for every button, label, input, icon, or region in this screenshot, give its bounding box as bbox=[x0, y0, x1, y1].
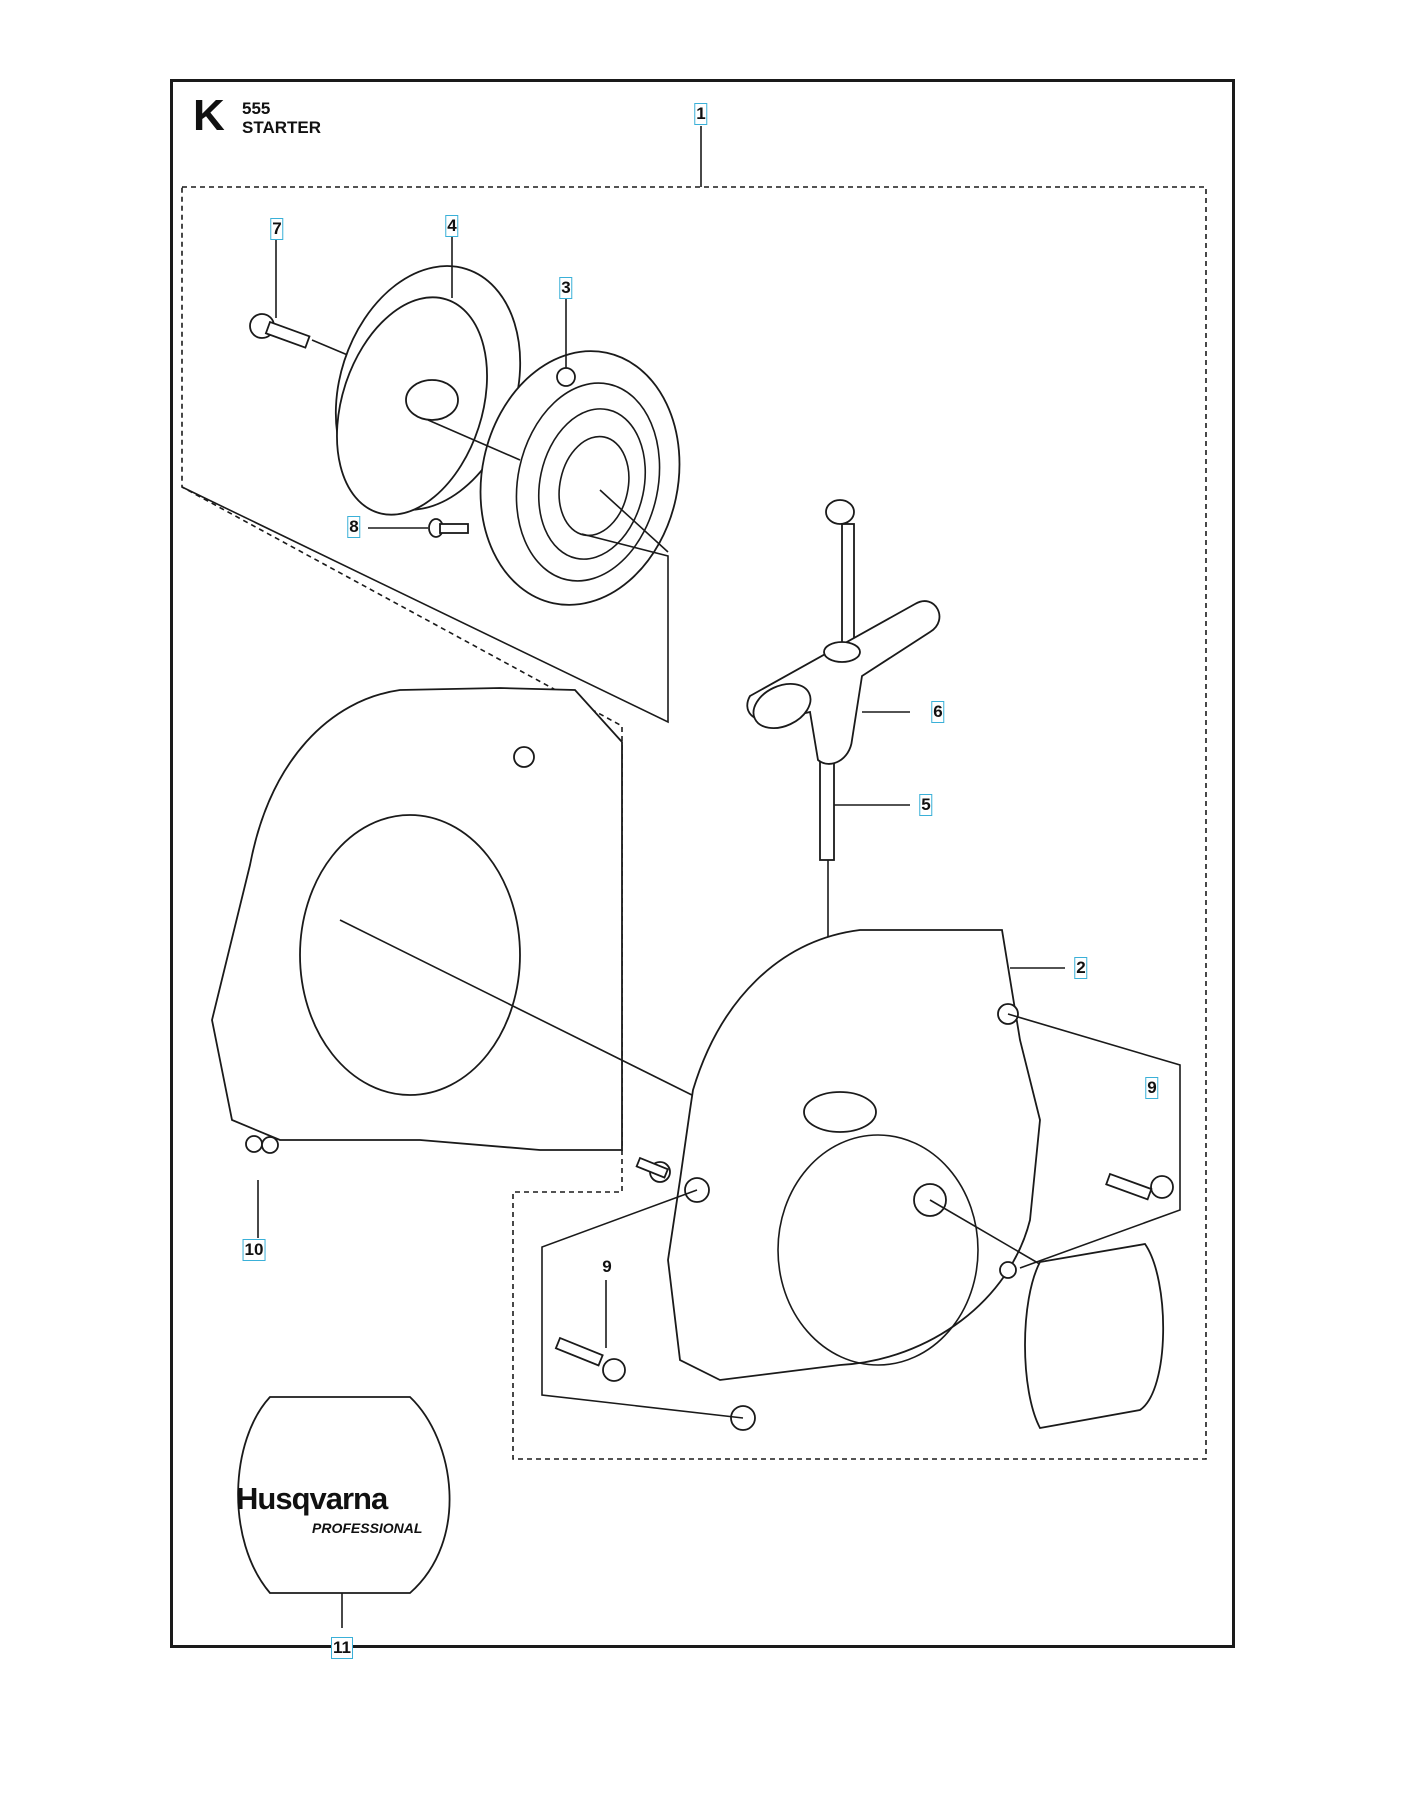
callout-10[interactable]: 10 bbox=[242, 1239, 266, 1261]
callout-7[interactable]: 7 bbox=[270, 218, 284, 240]
bolt-9-left bbox=[541, 1156, 744, 1419]
section-title: STARTER bbox=[242, 118, 322, 137]
logo-subtitle: PROFESSIONAL bbox=[312, 1520, 423, 1536]
starter-handle-6 bbox=[746, 600, 941, 765]
fan-housing-10 bbox=[211, 687, 623, 1238]
bolt-9-right bbox=[1007, 1013, 1181, 1269]
callout-8[interactable]: 8 bbox=[347, 516, 361, 538]
callout-9-right[interactable]: 9 bbox=[1145, 1077, 1159, 1099]
screw-8 bbox=[368, 518, 469, 538]
husqvarna-logo: Husqvarna bbox=[236, 1481, 388, 1516]
callout-1[interactable]: 1 bbox=[694, 103, 708, 125]
decal-11 bbox=[237, 1396, 451, 1628]
pulley-4 bbox=[334, 228, 522, 516]
callout-3[interactable]: 3 bbox=[559, 277, 573, 299]
model-number: 555 bbox=[242, 99, 271, 118]
callout-5[interactable]: 5 bbox=[919, 794, 933, 816]
callout-11[interactable]: 11 bbox=[331, 1637, 353, 1659]
starter-cover-2 bbox=[667, 929, 1165, 1431]
callout-9-left[interactable]: 9 bbox=[602, 1257, 612, 1276]
spring-cassette-3 bbox=[181, 296, 681, 724]
section-letter: K bbox=[193, 91, 225, 140]
diagram-frame bbox=[170, 79, 1235, 1648]
callout-2[interactable]: 2 bbox=[1074, 957, 1088, 979]
bolt-7 bbox=[249, 225, 351, 357]
callout-6[interactable]: 6 bbox=[931, 701, 945, 723]
callout-4[interactable]: 4 bbox=[445, 215, 459, 237]
